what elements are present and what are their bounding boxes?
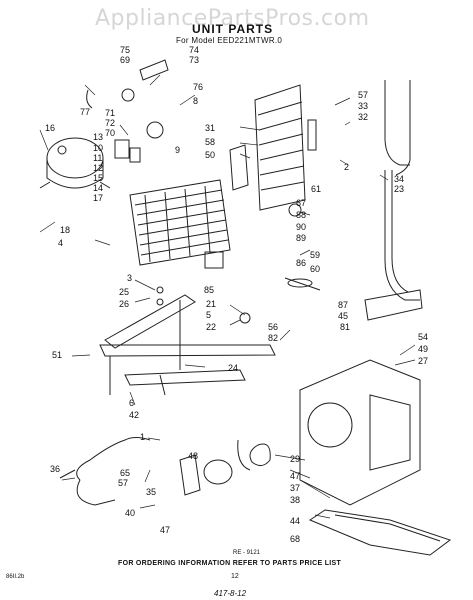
callout: 23 xyxy=(394,184,404,194)
callout: 24 xyxy=(228,363,238,373)
callout-labels: 75 74 69 73 77 76 8 71 72 70 9 16 13 10 … xyxy=(45,45,428,544)
ordering-info: FOR ORDERING INFORMATION REFER TO PARTS … xyxy=(118,560,342,567)
drain-pan xyxy=(308,509,452,556)
callout: 72 xyxy=(105,118,115,128)
callout: 37 xyxy=(290,483,300,493)
callout: 86 xyxy=(296,258,306,268)
callout: 11 xyxy=(93,153,102,163)
callout: 54 xyxy=(418,332,428,342)
callout: 10 xyxy=(93,143,103,153)
callout: 89 xyxy=(296,233,306,243)
reference-code: RE - 9121 xyxy=(233,550,261,556)
callout: 71 xyxy=(105,108,115,118)
small-parts xyxy=(156,203,321,324)
handwritten-note: 417-8-12 xyxy=(214,589,247,598)
callout: 47 xyxy=(160,525,170,535)
callout: 38 xyxy=(290,495,300,505)
compressor xyxy=(39,137,111,189)
callout: 69 xyxy=(120,55,130,65)
power-cord xyxy=(59,437,151,506)
callout: 90 xyxy=(296,222,306,232)
callout: 34 xyxy=(394,174,404,184)
callout: 31 xyxy=(205,123,215,133)
callout: 26 xyxy=(119,299,129,309)
callout: 57 xyxy=(118,478,128,488)
callout: 6 xyxy=(129,398,134,408)
relay-cluster xyxy=(86,59,169,163)
callout: 47 xyxy=(290,471,300,481)
callout: 3 xyxy=(127,273,132,283)
callout: 51 xyxy=(52,350,62,360)
callout: 59 xyxy=(310,250,320,260)
doc-code: 86II.2b xyxy=(6,574,25,580)
callout: 4 xyxy=(58,238,63,248)
callout: 61 xyxy=(311,184,321,194)
tubing xyxy=(364,80,423,321)
callout: 32 xyxy=(358,112,368,122)
callout: 13 xyxy=(93,132,103,142)
callout: 81 xyxy=(340,322,350,332)
callout: 2 xyxy=(344,162,349,172)
callout: 35 xyxy=(146,487,156,497)
callout: 40 xyxy=(125,508,135,518)
callout: 76 xyxy=(193,82,203,92)
callout: 16 xyxy=(45,123,55,133)
callout: 50 xyxy=(205,150,215,160)
callout: 49 xyxy=(418,344,428,354)
callout: 29 xyxy=(290,454,300,464)
callout: 87 xyxy=(338,300,348,310)
callout: 77 xyxy=(80,107,90,117)
callout: 14 xyxy=(93,183,103,193)
callout: 74 xyxy=(189,45,199,55)
callout: 57 xyxy=(358,90,368,100)
base-frame xyxy=(99,294,276,396)
callout: 25 xyxy=(119,287,129,297)
callout: 73 xyxy=(189,55,199,65)
callout: 9 xyxy=(175,145,180,155)
callout: 56 xyxy=(268,322,278,332)
callout: 45 xyxy=(338,311,348,321)
condenser-coil xyxy=(129,179,231,266)
callout: 27 xyxy=(418,356,428,366)
evaporator-coil xyxy=(229,84,317,211)
callout: 18 xyxy=(60,225,70,235)
callout: 68 xyxy=(290,534,300,544)
callout: 67 xyxy=(296,198,306,208)
callout: 36 xyxy=(50,464,60,474)
callout: 12 xyxy=(93,163,103,173)
callout: 33 xyxy=(358,101,368,111)
callout: 88 xyxy=(296,210,306,220)
leader-lines xyxy=(39,74,416,519)
callout: 70 xyxy=(105,128,115,138)
callout: 48 xyxy=(188,451,198,461)
callout: 1 xyxy=(140,432,145,442)
callout: 65 xyxy=(120,468,130,478)
fan-shroud xyxy=(299,359,421,506)
callout: 21 xyxy=(206,299,216,309)
model-line: For Model EED221MTWR.0 xyxy=(176,36,283,45)
callout: 60 xyxy=(310,264,320,274)
callout: 17 xyxy=(93,193,103,203)
callout: 75 xyxy=(120,45,130,55)
page-number: 12 xyxy=(231,573,239,580)
callout: 85 xyxy=(204,285,214,295)
callout: 15 xyxy=(93,173,103,183)
callout: 58 xyxy=(205,137,215,147)
callout: 22 xyxy=(206,322,216,332)
callout: 44 xyxy=(290,516,300,526)
callout: 82 xyxy=(268,333,278,343)
fan-motor xyxy=(179,439,271,496)
diagram-title: UNIT PARTS xyxy=(192,22,274,36)
watermark: AppliancePartsPros.com xyxy=(95,6,370,31)
callout: 42 xyxy=(129,410,139,420)
callout: 5 xyxy=(206,310,211,320)
callout: 8 xyxy=(193,96,198,106)
